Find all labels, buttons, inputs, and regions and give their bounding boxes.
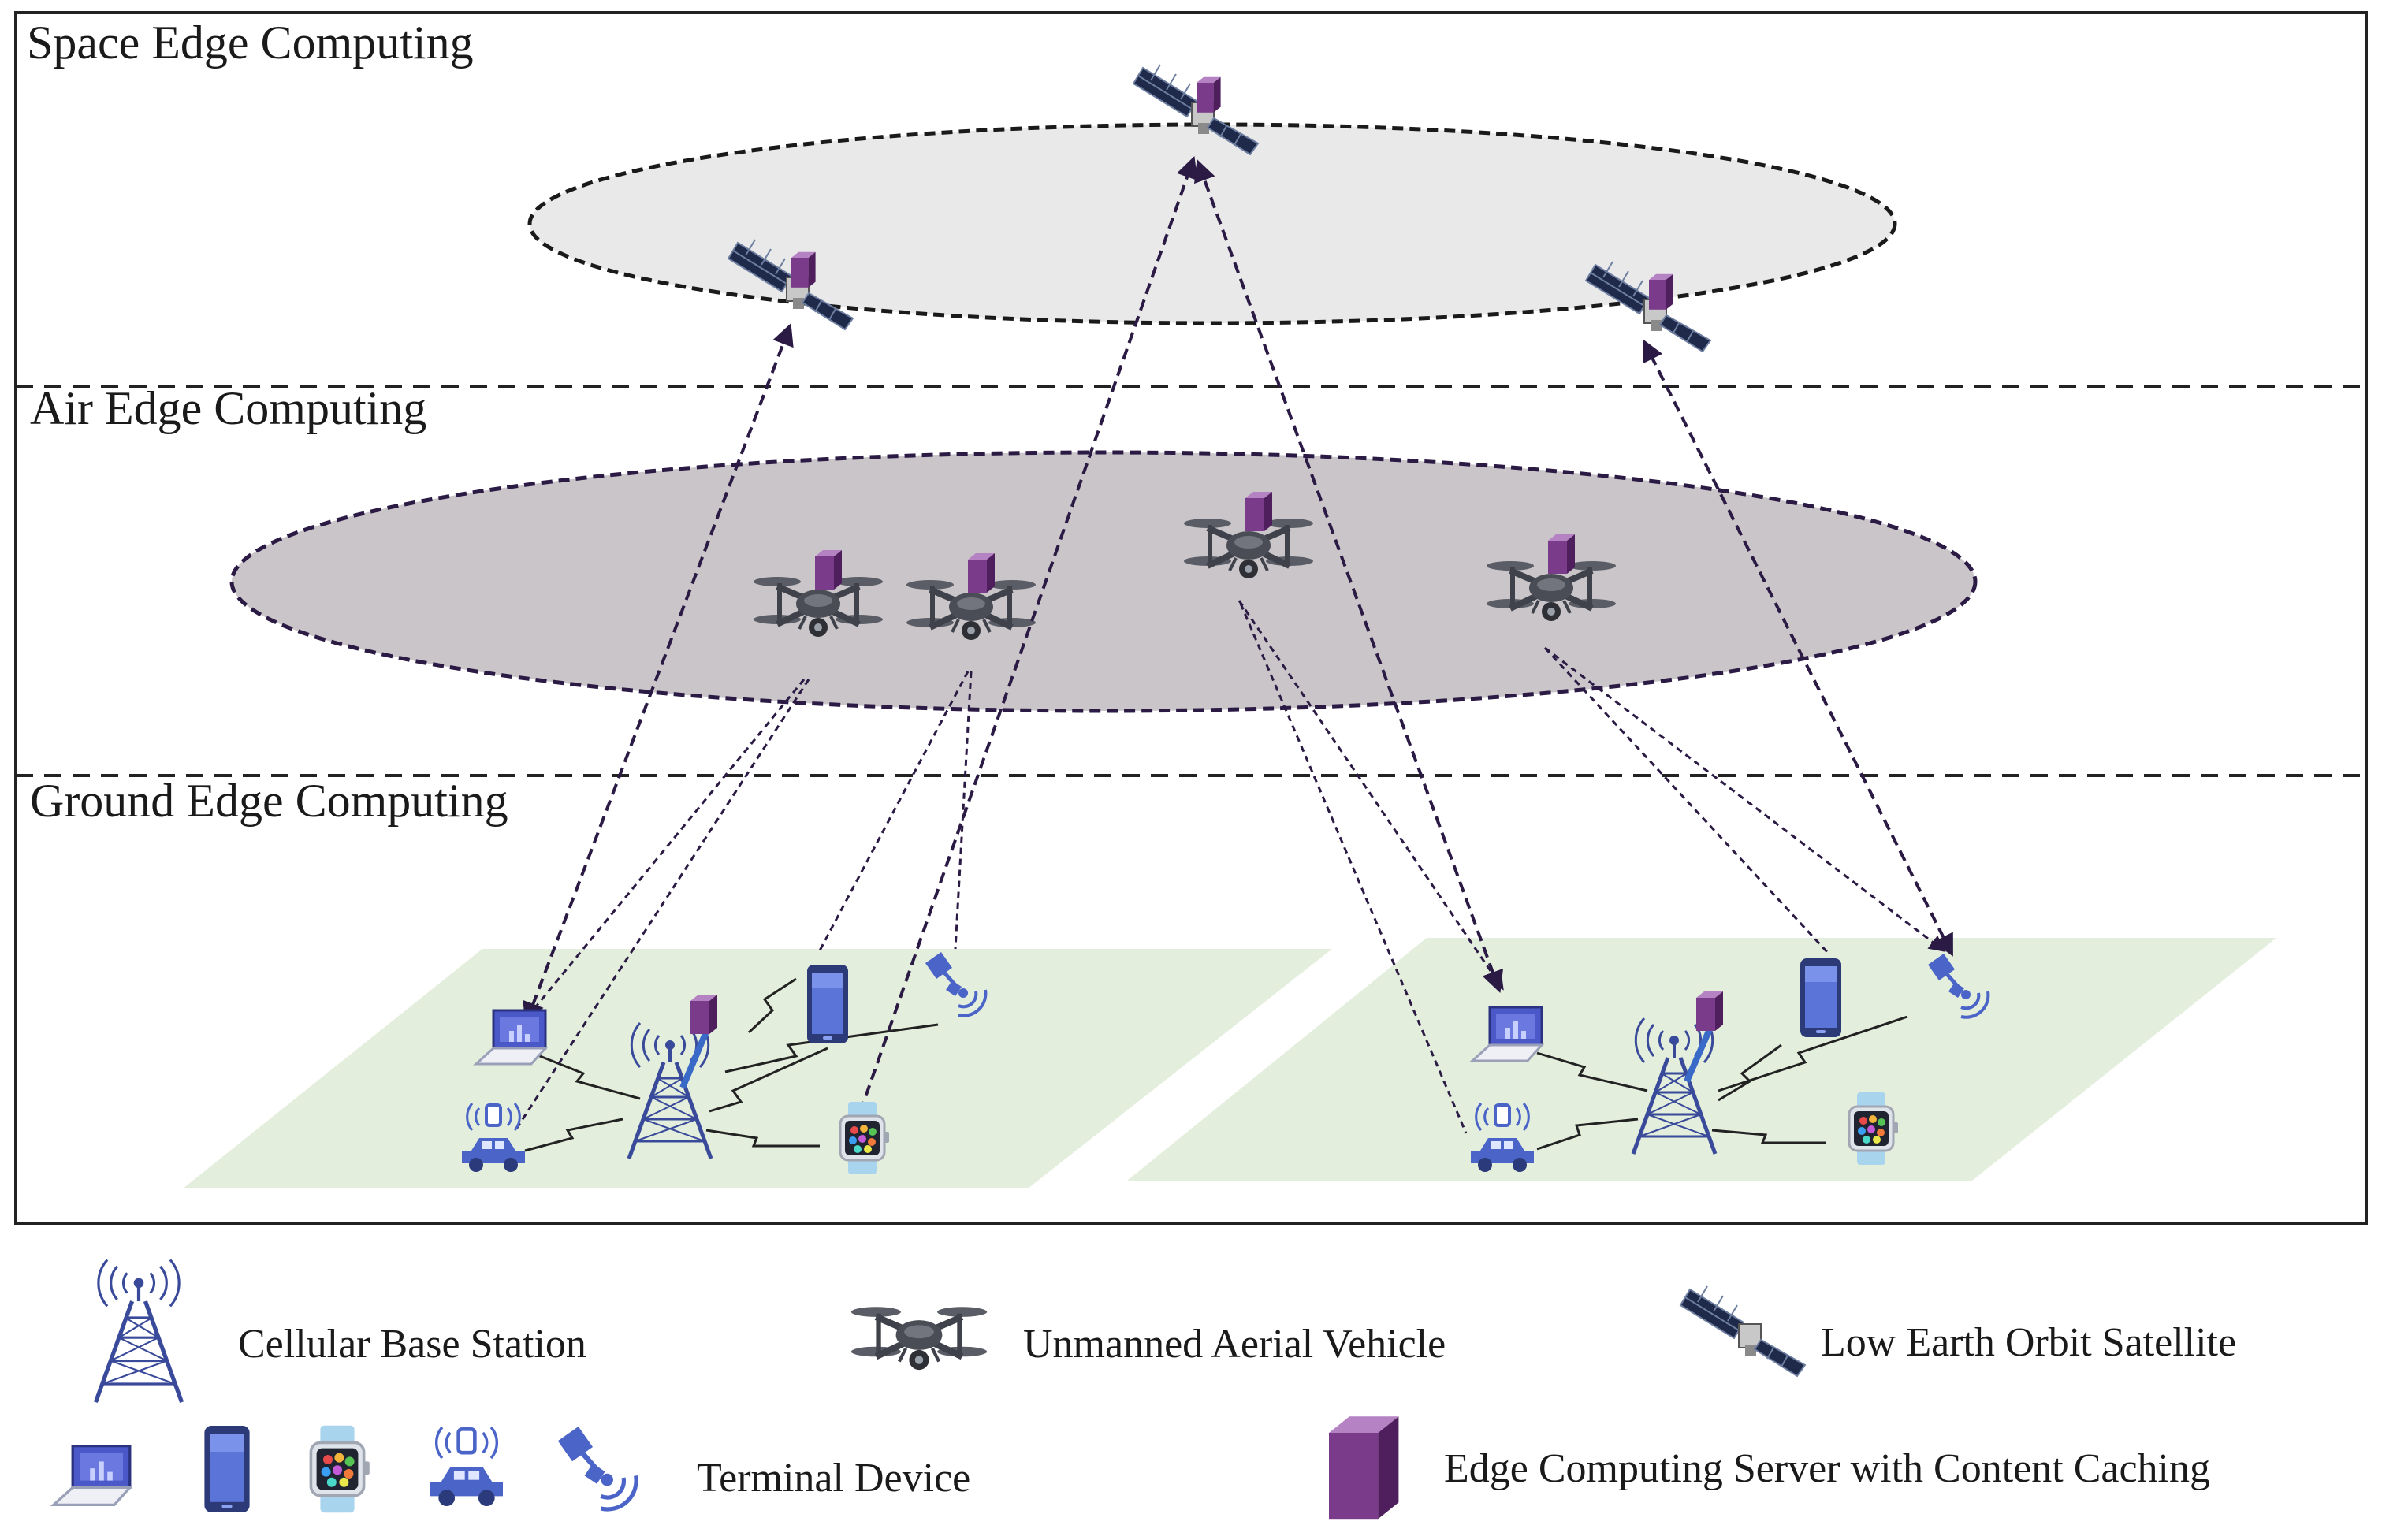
phone-icon bbox=[1800, 958, 1841, 1037]
legend-satellite: Low Earth Orbit Satellite bbox=[1821, 1320, 2236, 1365]
uav-link bbox=[1543, 646, 1830, 955]
uav-link bbox=[1239, 603, 1468, 1134]
legend-uav: Unmanned Aerial Vehicle bbox=[1023, 1322, 1446, 1367]
satellite-link bbox=[1643, 339, 1953, 957]
uav-link bbox=[1238, 600, 1504, 991]
legend: Cellular Base Station Unmanned Aerial Ve… bbox=[52, 1260, 2236, 1520]
server-icon bbox=[1696, 991, 1723, 1031]
satellite-link bbox=[1193, 159, 1504, 993]
wireless-link bbox=[1718, 1015, 1908, 1092]
uav-link bbox=[1544, 646, 1946, 952]
satellite-links bbox=[523, 156, 1953, 1132]
uav-link bbox=[514, 679, 810, 1131]
server-icon bbox=[1329, 1416, 1399, 1520]
wireless-link bbox=[1718, 1043, 1782, 1102]
wireless-link bbox=[1711, 1129, 1826, 1144]
legend-server: Edge Computing Server with Content Cachi… bbox=[1444, 1446, 2210, 1491]
satellite-orbit-ellipse bbox=[527, 122, 1897, 325]
legend-base-station: Cellular Base Station bbox=[238, 1322, 586, 1367]
wireless-link bbox=[705, 1129, 820, 1148]
wireless-link bbox=[524, 1118, 623, 1152]
uav-icon bbox=[851, 1307, 987, 1370]
satellite-link bbox=[850, 156, 1198, 1132]
main-frame bbox=[14, 11, 2368, 1225]
uav-link bbox=[954, 671, 973, 950]
wireless-link bbox=[1536, 1051, 1648, 1092]
uav-airspace-ellipse bbox=[229, 450, 1978, 713]
satellite-link bbox=[523, 323, 794, 1025]
laptop-icon bbox=[52, 1444, 132, 1507]
dish-icon bbox=[558, 1427, 636, 1509]
server-icon bbox=[690, 995, 717, 1034]
phone-icon bbox=[204, 1426, 250, 1512]
car-icon bbox=[430, 1427, 503, 1506]
uav-link bbox=[818, 671, 970, 951]
wireless-link bbox=[709, 1047, 828, 1113]
wireless-link bbox=[1536, 1118, 1639, 1151]
uav-links bbox=[514, 600, 1946, 1134]
ground-layer-title: Ground Edge Computing bbox=[30, 775, 508, 827]
tower-icon bbox=[95, 1260, 181, 1403]
legend-terminal: Terminal Device bbox=[697, 1456, 970, 1501]
air-layer-title: Air Edge Computing bbox=[30, 382, 426, 434]
watch-icon bbox=[309, 1424, 371, 1514]
uav-link bbox=[517, 679, 806, 1030]
ground-area-left bbox=[183, 949, 1332, 1188]
space-layer-title: Space Edge Computing bbox=[27, 17, 474, 69]
phone-icon bbox=[807, 965, 848, 1043]
satellite-icon bbox=[1680, 1285, 1806, 1377]
